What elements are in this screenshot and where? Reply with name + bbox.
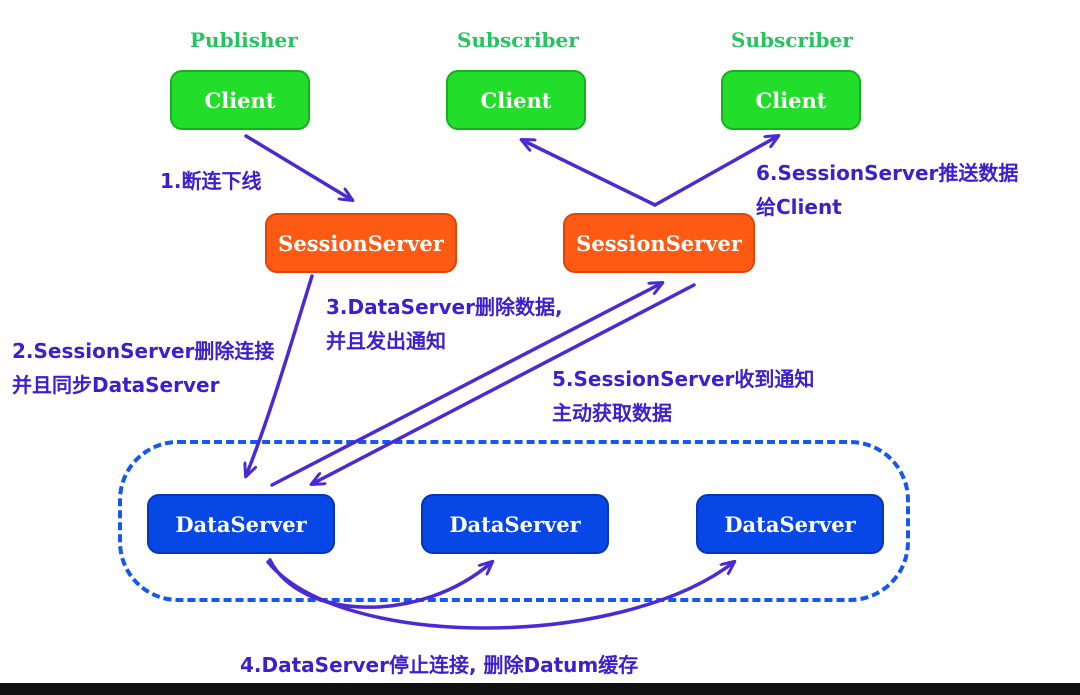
data-server-3: DataServer xyxy=(696,494,884,554)
step-2-label: 2.SessionServer删除连接 并且同步DataServer xyxy=(12,334,274,402)
publisher-client-node: Client xyxy=(170,70,310,130)
subscriber-client-label-2: Client xyxy=(755,87,827,113)
subscriber-client-node-2: Client xyxy=(721,70,861,130)
session-server-right-label: SessionServer xyxy=(576,230,742,256)
arrow-step-6-right xyxy=(653,136,778,207)
step-6-line-2: 给Client xyxy=(756,195,842,219)
step-2-line-2: 并且同步DataServer xyxy=(12,373,220,397)
subscriber-client-node-1: Client xyxy=(446,70,586,130)
step-6-label: 6.SessionServer推送数据 给Client xyxy=(756,156,1018,224)
step-3-line-1: 3.DataServer删除数据, xyxy=(326,295,563,319)
step-4-text: 4.DataServer停止连接, 删除Datum缓存 xyxy=(240,653,639,677)
publisher-client-label: Client xyxy=(204,87,276,113)
session-server-right: SessionServer xyxy=(563,213,755,273)
arrow-step-5 xyxy=(312,283,696,484)
data-server-2-label: DataServer xyxy=(449,511,581,537)
step-6-line-1: 6.SessionServer推送数据 xyxy=(756,161,1019,185)
subscriber-client-label-1: Client xyxy=(480,87,552,113)
subscriber-label-2: Subscriber xyxy=(731,28,853,52)
session-server-left: SessionServer xyxy=(265,213,457,273)
data-server-cluster xyxy=(118,440,910,602)
data-server-2: DataServer xyxy=(421,494,609,554)
arrow-step-4-to-3 xyxy=(266,562,734,630)
arrow-step-4-to-2 xyxy=(268,558,492,609)
publisher-label: Publisher xyxy=(190,28,298,52)
step-3-label: 3.DataServer删除数据, 并且发出通知 xyxy=(326,290,563,358)
step-1-label: 1.断连下线 xyxy=(160,164,262,198)
data-server-1: DataServer xyxy=(147,494,335,554)
step-4-label: 4.DataServer停止连接, 删除Datum缓存 xyxy=(240,648,638,682)
data-server-1-label: DataServer xyxy=(175,511,307,537)
step-1-text: 1.断连下线 xyxy=(160,169,262,193)
bottom-edge-bar xyxy=(0,683,1080,695)
step-5-line-2: 主动获取数据 xyxy=(552,401,672,425)
subscriber-label-1: Subscriber xyxy=(457,28,579,52)
session-server-left-label: SessionServer xyxy=(278,230,444,256)
step-5-line-1: 5.SessionServer收到通知 xyxy=(552,367,815,391)
arrow-step-1 xyxy=(244,134,352,200)
data-server-3-label: DataServer xyxy=(724,511,856,537)
step-3-line-2: 并且发出通知 xyxy=(326,329,446,353)
arrow-step-2 xyxy=(246,274,314,476)
arrow-step-3 xyxy=(270,283,662,487)
arrow-step-6-left xyxy=(522,140,657,207)
step-5-label: 5.SessionServer收到通知 主动获取数据 xyxy=(552,362,814,430)
step-2-line-1: 2.SessionServer删除连接 xyxy=(12,339,275,363)
